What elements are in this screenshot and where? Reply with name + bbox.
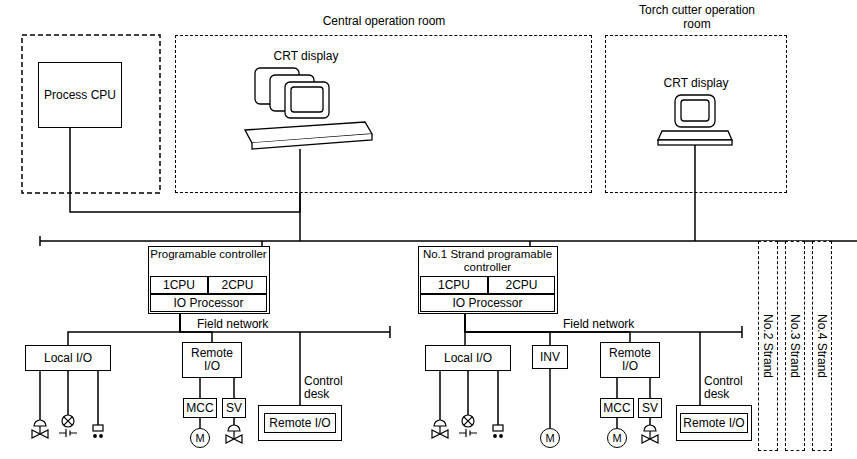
node-text: 1CPU (421, 279, 487, 292)
node-text: 1CPU (151, 279, 207, 292)
io-processor: IO Processor (150, 294, 267, 312)
wires (40, 145, 857, 425)
node-text: No.3 Strand (788, 314, 802, 378)
connector (549, 369, 551, 428)
strand-box: No.2 Strand (758, 241, 778, 451)
connector (649, 378, 651, 398)
node-text: 2CPU (209, 279, 266, 292)
node-text: Local I/O (26, 352, 110, 365)
node-text: Local I/O (426, 352, 510, 365)
io-box: Local I/O (25, 345, 111, 371)
control-desk: Control deskRemote I/O (258, 405, 342, 441)
io-box: Remote I/O (264, 413, 336, 433)
network-label: Field network (196, 317, 269, 331)
lamp-symbol (459, 415, 477, 437)
connector (68, 312, 180, 345)
node-text: Remote I/O (601, 347, 659, 373)
connector (616, 418, 618, 428)
node-text: Control desk (304, 375, 354, 401)
connector (70, 128, 300, 212)
connector (233, 378, 235, 398)
io-box: Local I/O (425, 345, 511, 371)
plc-box: No.1 Strand programable controller 1CPU2C… (418, 246, 558, 314)
node-text: Remote I/O (265, 417, 335, 430)
io-processor: IO Processor (420, 294, 555, 312)
node-text: MCC (184, 402, 216, 415)
switch-symbol (493, 425, 503, 437)
node-text: SV (223, 402, 245, 415)
strand-box: No.4 Strand (812, 241, 832, 451)
plc-box: Programable controller 1CPU2CPU IO Process… (148, 246, 270, 314)
node-text: CRT display (646, 76, 746, 90)
connector (465, 312, 550, 345)
mcc-box: MCC (600, 398, 634, 418)
node-text: 2CPU (489, 279, 554, 292)
node-text: SV (639, 402, 661, 415)
valve-symbol (642, 425, 658, 443)
lamp-symbol (59, 415, 77, 437)
node-text: Remote I/O (681, 417, 747, 430)
valve-symbol (226, 425, 242, 443)
strand-box: No.3 Strand (785, 241, 805, 451)
node-text: INV (533, 351, 567, 364)
node-text: Central operation room (284, 14, 484, 28)
motor-symbol: M (607, 428, 627, 448)
connector (199, 378, 201, 398)
connector (199, 418, 201, 428)
network-label: Field network (562, 317, 635, 331)
sv-box: SV (222, 398, 246, 418)
io-box: Remote I/O (182, 342, 242, 378)
operation-room: Torch cutter operation roomCRT display (605, 35, 787, 193)
inverter-box: INV (532, 345, 568, 369)
operation-room: Central operation roomCRT display (175, 35, 592, 193)
node-text: No.2 Strand (761, 314, 775, 378)
crt-monitors (245, 68, 732, 149)
cpu-module: 1CPU (420, 276, 488, 294)
connector (180, 312, 300, 405)
node-text: No.1 Strand programable controller (419, 248, 556, 274)
node-text: M (541, 432, 559, 445)
node-text: IO Processor (421, 297, 554, 310)
sv-box: SV (638, 398, 662, 418)
node-text: M (191, 432, 209, 445)
node-text: CRT display (256, 49, 356, 63)
node-text: M (608, 432, 626, 445)
valve-symbol (432, 420, 448, 438)
dashed-room (22, 35, 160, 193)
node-text: IO Processor (151, 297, 266, 310)
switch-symbol (93, 425, 103, 437)
node-text: Remote I/O (183, 347, 241, 373)
node-text: No.4 Strand (815, 314, 829, 378)
io-box: Remote I/O (600, 342, 660, 378)
cpu-module: 2CPU (488, 276, 555, 294)
motor-symbol: M (190, 428, 210, 448)
cpu-module: 2CPU (208, 276, 267, 294)
node-text: MCC (601, 402, 633, 415)
valve-symbol (32, 420, 48, 438)
node-text: Process CPU (39, 89, 121, 102)
control-desk: Control deskRemote I/O (676, 405, 752, 441)
node-text: Programable controller (149, 248, 268, 261)
connector (616, 378, 618, 398)
node-text: Control desk (704, 375, 754, 401)
cpu-box: Process CPU (38, 62, 122, 128)
cpu-module: 1CPU (150, 276, 208, 294)
io-box: Remote I/O (680, 413, 748, 433)
motor-symbol: M (540, 428, 560, 448)
node-text: Torch cutter operation room (632, 3, 762, 31)
mcc-box: MCC (183, 398, 217, 418)
